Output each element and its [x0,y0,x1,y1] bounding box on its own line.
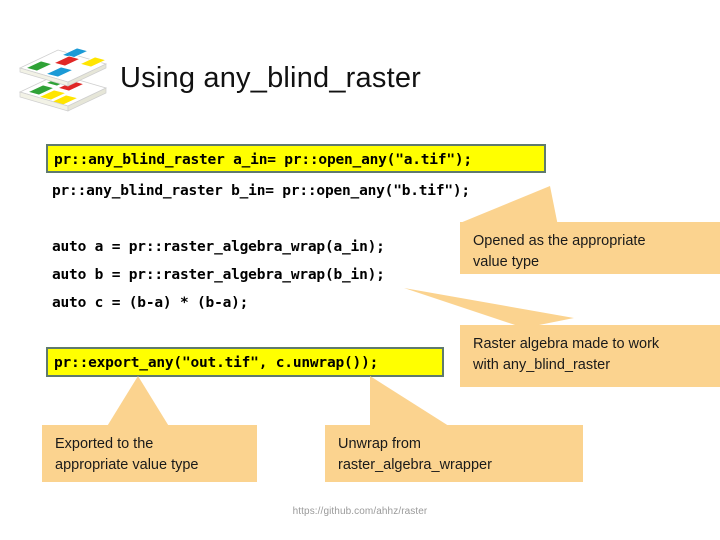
callout-exported-line2: appropriate value type [55,457,199,473]
footer-url[interactable]: https://github.com/ahhz/raster [292,506,428,517]
callout-exported: Exported to the appropriate value type [42,425,257,482]
raster-stack-logo [18,47,108,112]
callout-algebra-line1: Raster algebra made to work [473,336,660,352]
code-highlight-open-a: pr::any_blind_raster a_in= pr::open_any(… [46,144,546,173]
callout-tail-opened [460,186,558,226]
callout-tail-unwrap [370,376,452,428]
callout-unwrap-line1: Unwrap from [338,436,421,452]
code-highlight-export: pr::export_any("out.tif", c.unwrap()); [46,347,444,377]
code-line-auto-c: auto c = (b-a) * (b-a); [52,295,249,311]
callout-opened-line1: Opened as the appropriate [473,233,646,249]
code-line-open-a: pr::any_blind_raster a_in= pr::open_any(… [54,152,472,168]
callout-tail-algebra [404,288,574,328]
code-line-auto-b: auto b = pr::raster_algebra_wrap(b_in); [52,267,385,283]
callout-algebra-line2: with any_blind_raster [473,357,611,373]
code-line-auto-a: auto a = pr::raster_algebra_wrap(a_in); [52,239,385,255]
callout-opened-line2: value type [473,254,540,270]
code-line-open-b: pr::any_blind_raster b_in= pr::open_any(… [52,183,470,199]
callout-opened: Opened as the appropriate value type [460,222,720,274]
callout-exported-line1: Exported to the [55,436,154,452]
callout-unwrap-line2: raster_algebra_wrapper [338,457,492,473]
code-line-export: pr::export_any("out.tif", c.unwrap()); [54,355,379,371]
page-title: Using any_blind_raster [120,62,422,94]
callout-unwrap: Unwrap from raster_algebra_wrapper [325,425,583,482]
callout-algebra: Raster algebra made to work with any_bli… [460,325,720,387]
callout-tail-exported [106,376,170,428]
